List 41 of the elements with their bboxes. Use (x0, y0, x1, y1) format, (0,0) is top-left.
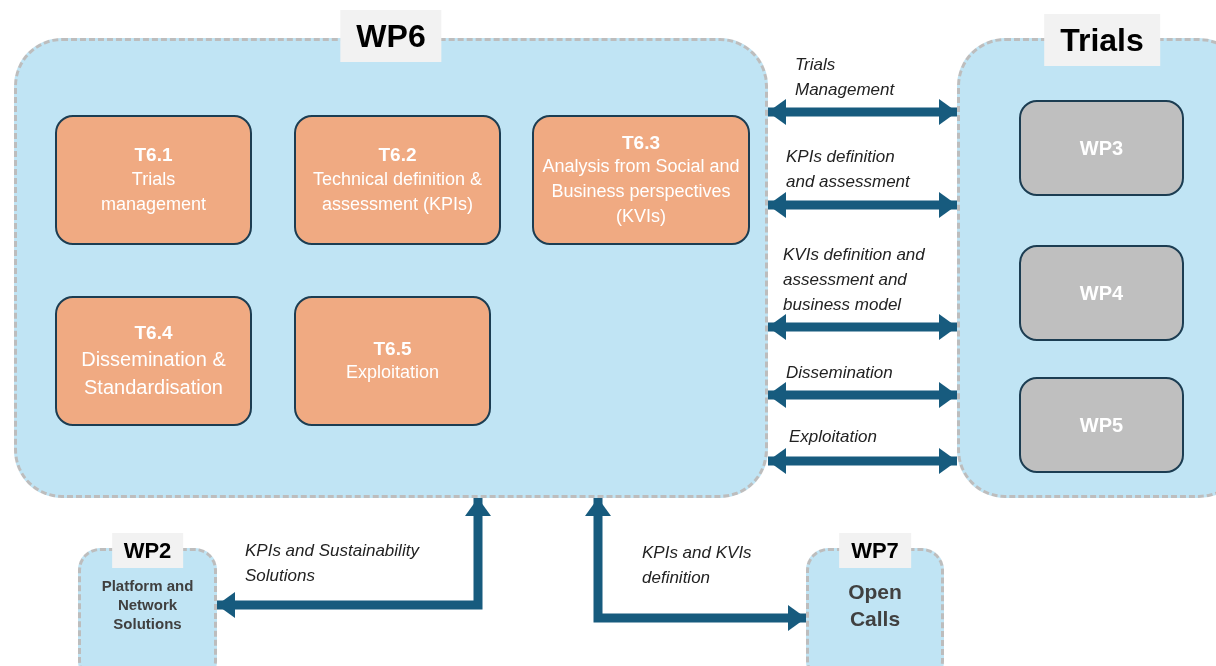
edge-label: Dissemination (786, 362, 894, 384)
edge-label: Trials Management (795, 54, 896, 101)
double-arrow (217, 498, 491, 618)
task-title: Technical definition & assessment (KPIs) (311, 167, 484, 216)
task-title: Exploitation (345, 361, 440, 385)
task-title: Trials management (99, 167, 208, 216)
double-arrow (768, 192, 957, 218)
group-title: WP7 (839, 533, 911, 568)
group-description: Platform and Network Solutions (100, 577, 195, 634)
task-box (532, 115, 750, 245)
group-title: WP2 (111, 533, 184, 568)
task-title: Dissemination & Standardisation (81, 346, 226, 400)
work-package-label: WP5 (1079, 413, 1124, 438)
task-box (55, 296, 252, 426)
task-number: T6.3 (622, 130, 660, 155)
edge-label: KPIs and Sustainability Solutions (245, 540, 421, 587)
double-arrow (768, 448, 957, 474)
task-number: T6.4 (134, 321, 173, 345)
double-arrow (768, 382, 957, 408)
task-number: T6.5 (373, 336, 412, 361)
task-box (55, 115, 252, 245)
task-box (294, 296, 491, 426)
edge-label: Exploitation (789, 426, 878, 448)
work-package-label: WP3 (1079, 136, 1124, 161)
group-title: WP6 (340, 10, 442, 62)
task-number: T6.2 (378, 143, 417, 167)
task-box (294, 115, 501, 245)
task-number: T6.1 (134, 143, 173, 167)
edge-label: KPIs definition and assessment (786, 146, 912, 193)
group-description: Open Calls (847, 579, 903, 632)
work-package-box (1019, 100, 1184, 196)
work-package-label: WP4 (1079, 281, 1124, 306)
double-arrow (768, 99, 957, 125)
edge-label: KPIs and KVIs definition (642, 542, 753, 589)
work-package-box (1019, 245, 1184, 341)
group-title: Trials (1044, 14, 1160, 66)
edge-label: KVIs definition and assessment and business model (783, 244, 926, 316)
work-package-box (1019, 377, 1184, 473)
double-arrow (768, 314, 957, 340)
double-arrow (585, 498, 806, 631)
task-title: Analysis from Social and Business perspectives (KVIs) (542, 155, 740, 229)
